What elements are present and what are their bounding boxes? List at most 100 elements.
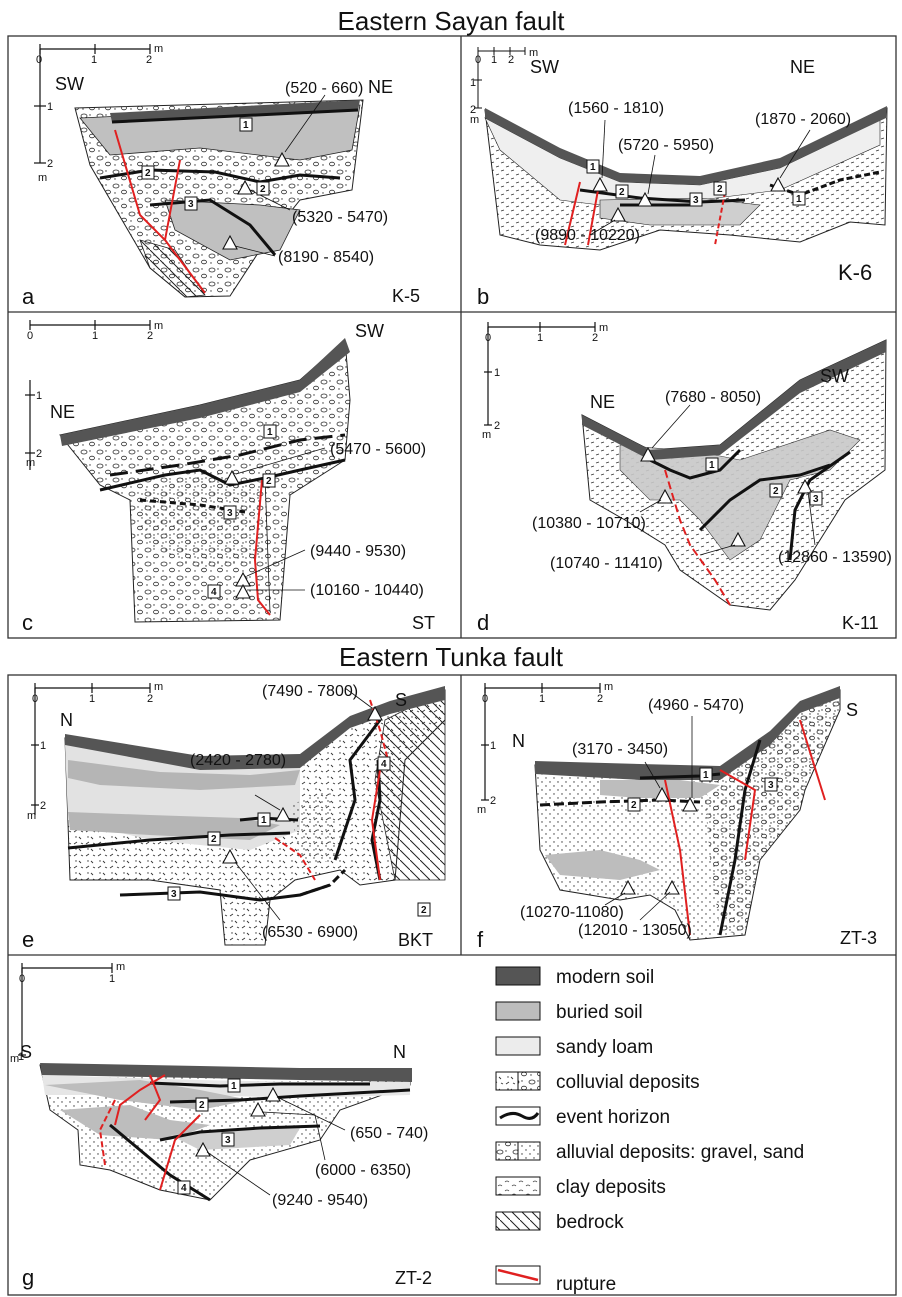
leader-lines-c (235, 447, 326, 591)
panel-letter-f: f (477, 927, 484, 952)
event-box-g-2 (195, 1097, 209, 1112)
date-d-3: (10740 - 11410) (550, 555, 663, 572)
g-vtick-1: 1 (18, 1051, 24, 1063)
f-tick-1: 1 (539, 693, 545, 705)
panel-letter-d: d (477, 610, 489, 635)
event-box-b-1 (586, 159, 600, 174)
vtick-1: 1 (47, 101, 53, 113)
event-num-g-1: 1 (231, 1081, 237, 1092)
b-unit: m (529, 47, 538, 59)
d-tick-2: 2 (592, 332, 598, 344)
date-g-3: (9240 - 9540) (272, 1192, 368, 1209)
legend-label-modern-soil: modern soil (556, 967, 654, 988)
date-e-1: (7490 - 7800) (262, 683, 358, 700)
scale-bar-a (34, 44, 151, 164)
date-g-2: (6000 - 6350) (315, 1162, 411, 1179)
rupture-g4 (159, 1114, 201, 1191)
rupture-a1 (114, 129, 206, 294)
date-e-2: (2420 - 2780) (190, 752, 286, 769)
panel-a: 0 1 2 m 1 2 m 1 2 2 3 (520 - 660) (5320 … (22, 43, 420, 309)
event-num-g-4: 4 (181, 1183, 187, 1194)
modern-soil-a (110, 100, 360, 122)
event-num-b-2: 2 (619, 187, 625, 198)
panel-b: 0 1 2 m 1 2 m 1 2 3 2 1 (1560 - 1810 (470, 47, 888, 309)
dir-f-left: N (512, 731, 525, 751)
d-tick-0: 0 (485, 332, 491, 344)
d-vtick-1: 1 (494, 367, 500, 379)
event-box-a-2 (141, 165, 155, 180)
rupture-g1 (98, 1099, 116, 1166)
colluvial-f (705, 690, 840, 935)
c-tick-1: 1 (92, 330, 98, 342)
event-horizon-e3-dash (299, 868, 347, 897)
e-vtick-2: 2 (40, 800, 46, 812)
c-unit: m (154, 320, 163, 332)
event-num-a-3: 3 (188, 199, 194, 210)
event-box-e-4 (377, 756, 391, 771)
d-unit: m (599, 322, 608, 334)
event-horizon-g1 (149, 1081, 370, 1088)
modern-soil-d (582, 340, 886, 460)
dir-f-right: S (846, 700, 858, 720)
modern-soil-b (485, 106, 887, 185)
c-vtick-1: 1 (36, 390, 42, 402)
panel-g: 0 1 m m 1 1 2 3 4 (650 - 740) (600 (10, 961, 432, 1290)
leader-lines-e (234, 687, 373, 921)
date-b-2: (1870 - 2060) (755, 111, 851, 128)
b-vtick-2: 2 (470, 104, 476, 116)
g-vunit: m (10, 1053, 19, 1065)
event-num-b-3: 3 (693, 195, 699, 206)
eastern-sayan-title: Eastern Sayan fault (337, 6, 565, 36)
legend-label-buried-soil: buried soil (556, 1002, 643, 1023)
date-c-2: (9440 - 9530) (310, 543, 406, 560)
event-num-a-2b: 2 (260, 184, 266, 195)
f-unit: m (604, 681, 613, 693)
event-box-f-2 (627, 797, 641, 812)
date-a-3: (8190 - 8540) (278, 249, 374, 266)
site-c: ST (412, 613, 435, 633)
legend-swatch-rupture (495, 1265, 541, 1285)
d-tick-1: 1 (537, 332, 543, 344)
event-box-f-1 (699, 767, 713, 782)
event-box-b-2b (713, 181, 727, 196)
event-box-a-2b (256, 181, 270, 196)
panel-letter-e: e (22, 927, 34, 952)
date-f-2: (3170 - 3450) (572, 741, 668, 758)
event-num-g-2: 2 (199, 1100, 205, 1111)
event-box-e-2b (417, 902, 431, 917)
date-a-2: (5320 - 5470) (292, 209, 388, 226)
date-b-3: (5720 - 5950) (618, 137, 714, 154)
scale-bar-g (18, 963, 113, 1056)
alluvial-e (290, 790, 340, 865)
tick-0: 0 (36, 54, 42, 66)
event-horizon-d2 (698, 463, 831, 532)
event-num-b-2b: 2 (717, 184, 723, 195)
event-num-e-2: 2 (211, 834, 217, 845)
legend-label-rupture: rupture (556, 1274, 616, 1295)
legend-label-event-horizon: event horizon (556, 1107, 670, 1128)
event-box-c-3 (223, 505, 237, 520)
scale-bar-b (474, 47, 526, 109)
dir-a-right: NE (368, 77, 393, 97)
event-box-e-1 (257, 812, 271, 827)
scale-bar-d (484, 322, 596, 426)
event-box-c-2 (262, 473, 276, 488)
rupture-b2 (587, 189, 599, 246)
b-tick-1: 1 (491, 54, 497, 66)
event-box-c-1 (263, 424, 277, 439)
event-num-e-2b: 2 (421, 905, 427, 916)
buried-soil-f2 (545, 850, 660, 880)
event-horizon-b2 (769, 170, 881, 197)
date-a-1: (520 - 660) (285, 80, 363, 97)
dir-g-right: N (393, 1042, 406, 1062)
modern-soil-c (60, 338, 350, 446)
f-vunit: m (477, 804, 486, 816)
vtick-2: 2 (47, 158, 53, 170)
event-horizon-c2 (99, 458, 346, 492)
date-f-3: (10270-11080) (520, 904, 624, 921)
d-vunit: m (482, 429, 491, 441)
event-box-g-4 (177, 1180, 191, 1195)
event-num-f-3: 3 (768, 780, 774, 791)
legend-swatch-sandy-loam (495, 1036, 541, 1056)
leader-lines-d (639, 404, 816, 556)
